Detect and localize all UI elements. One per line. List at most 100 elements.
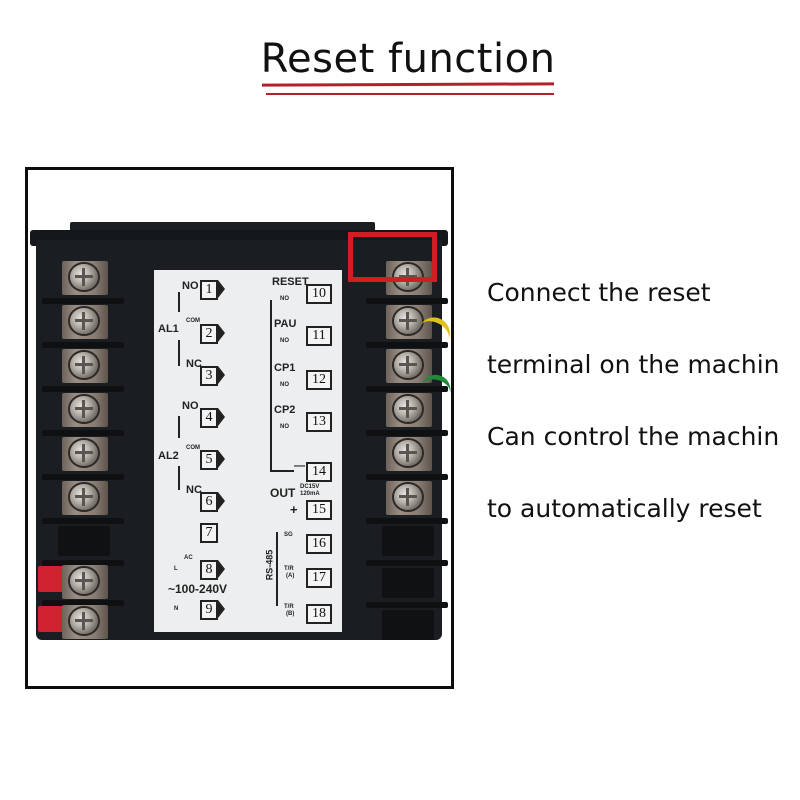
power-l-label: L: [174, 566, 178, 572]
terminal-number-1: 1: [200, 280, 218, 300]
pau-input-label: PAU: [274, 318, 297, 330]
screw-terminal-8: [48, 562, 118, 602]
terminal-number-3: 3: [200, 366, 218, 386]
description-line-1: Connect the reset: [487, 278, 711, 307]
common-wire-line: [270, 300, 272, 472]
page-title: Reset function: [260, 36, 556, 82]
screw-terminal-5: [48, 434, 118, 474]
out-spec-voltage: DC15V: [300, 484, 320, 490]
arrow-icon: [218, 560, 225, 578]
al2-com-label: COM: [186, 445, 200, 451]
al1-no-label: NO: [182, 280, 199, 292]
wire-line: [270, 470, 294, 472]
al2-no-label: NO: [182, 400, 199, 412]
terminal-number-6: 6: [200, 492, 218, 512]
screw-terminal-15: [372, 478, 442, 518]
screw-terminal-1: [48, 258, 118, 298]
cp1-contact-label: NO: [280, 382, 289, 388]
power-wire-tab: [38, 606, 64, 632]
empty-terminal-slot: [382, 568, 434, 598]
terminal-number-10: 10: [306, 284, 332, 304]
temperature-controller-rear: NO 1 AL1 COM 2 NC 3 NO 4 AL2 COM 5 NC 6: [30, 222, 448, 640]
terminal-number-11: 11: [306, 326, 332, 346]
fin: [366, 298, 448, 304]
fin: [42, 600, 124, 606]
terminal-number-15: 15: [306, 500, 332, 520]
empty-terminal-slot: [382, 610, 434, 640]
cp2-input-label: CP2: [274, 404, 296, 416]
fin: [366, 342, 448, 348]
power-ac-label: AC: [184, 555, 193, 561]
fin: [366, 474, 448, 480]
device-body: NO 1 AL1 COM 2 NC 3 NO 4 AL2 COM 5 NC 6: [36, 240, 448, 642]
rs485-sg-label: SG: [284, 532, 293, 538]
screw-icon: [70, 396, 98, 422]
screw-icon: [70, 352, 98, 378]
al1-com-label: COM: [186, 318, 200, 324]
title-underline: [261, 82, 555, 87]
screw-icon: [394, 440, 422, 466]
screw-icon: [70, 440, 98, 466]
power-wire-tab: [38, 566, 64, 592]
terminal-number-7: 7: [200, 523, 218, 543]
description-line-3: Can control the machin: [487, 422, 780, 451]
fin: [366, 518, 448, 524]
reset-contact-label: NO: [280, 296, 289, 302]
wire-line: [178, 340, 180, 366]
wiring-label-panel: NO 1 AL1 COM 2 NC 3 NO 4 AL2 COM 5 NC 6: [154, 270, 342, 632]
screw-terminal-3: [48, 346, 118, 386]
screw-icon: [70, 568, 98, 594]
terminal-number-12: 12: [306, 370, 332, 390]
screw-icon: [394, 352, 422, 378]
terminal-number-9: 9: [200, 600, 218, 620]
out-spec-current: 120mA: [300, 491, 320, 497]
screw-terminal-2: [48, 302, 118, 342]
al2-nc-label: NC: [186, 484, 202, 496]
wire-line: [178, 292, 180, 312]
power-voltage-label: ~100-240V: [168, 582, 228, 596]
al2-group-label: AL2: [158, 450, 179, 462]
terminal-number-4: 4: [200, 408, 218, 428]
fin: [42, 298, 124, 304]
screw-icon: [70, 484, 98, 510]
fin: [366, 560, 448, 566]
arrow-icon: [218, 492, 225, 510]
terminal-number-13: 13: [306, 412, 332, 432]
fin: [42, 430, 124, 436]
arrow-icon: [218, 324, 225, 342]
fin: [42, 518, 124, 524]
empty-terminal-slot: [382, 526, 434, 556]
terminal-number-18: 18: [306, 604, 332, 624]
screw-icon: [394, 308, 422, 334]
arrow-icon: [218, 450, 225, 468]
fin: [42, 342, 124, 348]
title-underline-second: [266, 93, 554, 95]
fin: [366, 386, 448, 392]
terminal-number-8: 8: [200, 560, 218, 580]
screw-terminal-12: [372, 346, 442, 386]
empty-terminal-slot: [58, 526, 110, 556]
terminal-number-16: 16: [306, 534, 332, 554]
rs485-label: RS-485: [264, 549, 275, 581]
fin: [42, 560, 124, 566]
out-label: OUT: [270, 486, 296, 500]
description-line-2: terminal on the machin: [487, 350, 780, 379]
rs485-bracket-line: [276, 532, 278, 606]
description-line-4: to automatically reset: [487, 494, 762, 523]
arrow-icon: [218, 366, 225, 384]
screw-terminal-13: [372, 390, 442, 430]
fin: [42, 474, 124, 480]
fin: [366, 430, 448, 436]
terminal-number-17: 17: [306, 568, 332, 588]
power-n-label: N: [174, 606, 179, 612]
screw-icon: [394, 396, 422, 422]
terminal-number-14: 14: [306, 462, 332, 482]
arrow-icon: [218, 600, 225, 618]
reset-terminal-highlight-box: [348, 232, 437, 282]
terminal-number-2: 2: [200, 324, 218, 344]
al1-group-label: AL1: [158, 323, 179, 335]
screw-icon: [70, 264, 98, 290]
rs485-ta-sub: (A): [286, 573, 295, 579]
rs485-ta-label: T/R: [284, 566, 294, 572]
screw-terminal-9: [48, 602, 118, 642]
